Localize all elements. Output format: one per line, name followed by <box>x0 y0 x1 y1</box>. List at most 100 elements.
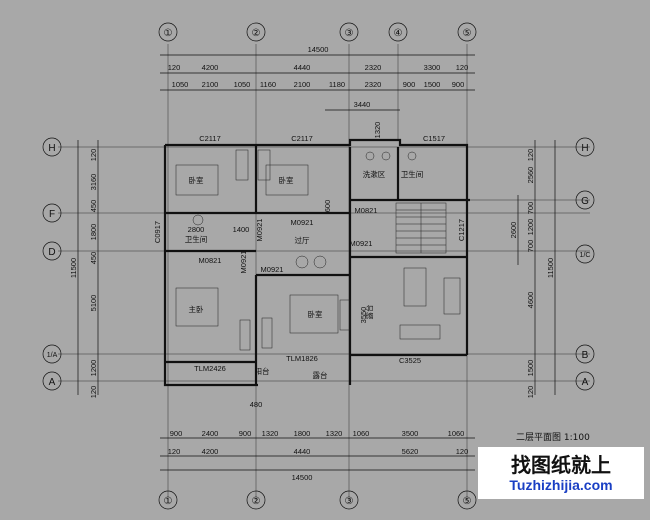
axis-label: A <box>582 377 589 388</box>
dim-label: 2320 <box>365 63 382 72</box>
dim-label: 120 <box>526 386 535 399</box>
dim-label: 2560 <box>526 167 535 184</box>
stair <box>395 202 447 254</box>
dim-label: 700 <box>526 202 535 215</box>
code-label: M0921 <box>350 239 373 248</box>
dim-label: 5100 <box>89 295 98 312</box>
room-label: 卧室 <box>308 309 323 319</box>
axis-label: ② <box>252 28 261 39</box>
dim-label: 1050 <box>234 80 251 89</box>
dims-top-row3: 1050 2100 1050 1160 2100 1180 2320 900 1… <box>172 80 465 89</box>
dim-label: 450 <box>89 200 98 213</box>
code-label: C1217 <box>457 219 466 241</box>
dim-label: 1500 <box>526 360 535 377</box>
axis-label: ① <box>164 496 173 507</box>
left-dimension-lines <box>77 140 99 395</box>
axis-label: F <box>49 209 55 220</box>
code-label: M0821 <box>199 256 222 265</box>
axis-label: B <box>582 350 589 361</box>
dim-label: 4200 <box>202 447 219 456</box>
dim-label: 2320 <box>365 80 382 89</box>
dim-label: 900 <box>170 429 183 438</box>
code-label: TLM2426 <box>194 364 226 373</box>
room-label: 卧室 <box>189 175 204 185</box>
dim-label: 900 <box>239 429 252 438</box>
dim-3440: 3440 <box>354 100 371 109</box>
room-label: 过厅 <box>295 235 310 245</box>
dim-label: 120 <box>526 149 535 162</box>
watermark-url[interactable]: Tuzhizhijia.com <box>509 477 613 493</box>
axis-label: ③ <box>345 28 354 39</box>
axis-label: H <box>581 143 588 154</box>
dim-label: 2400 <box>202 429 219 438</box>
dims-bottom-row2: 120 4200 4440 5620 120 <box>168 447 469 456</box>
code-label: 1400 <box>233 225 250 234</box>
dim-label: 4440 <box>294 63 311 72</box>
dim-label: 5620 <box>402 447 419 456</box>
dim-label: 11500 <box>546 258 555 278</box>
watermark-badge[interactable]: 找图纸就上 Tuzhizhijia.com <box>478 447 644 499</box>
dim-label: 4200 <box>202 63 219 72</box>
dims-right: 120 2560 700 1200 700 4600 1500 120 1150… <box>509 149 555 399</box>
code-label: C2117 <box>291 134 313 143</box>
dim-label: 450 <box>89 252 98 265</box>
axis-label: G <box>581 196 589 207</box>
axis-bubbles-left: H F D 1/A A <box>42 137 62 391</box>
code-label: C1517 <box>423 134 445 143</box>
walls <box>163 138 470 387</box>
axis-label: ② <box>252 496 261 507</box>
room-label: 卫生间 <box>185 234 208 244</box>
dim-label: 1200 <box>526 219 535 236</box>
axis-label: D <box>48 247 55 258</box>
room-label: 洗漱区 <box>363 169 386 179</box>
axis-label: ① <box>164 28 173 39</box>
axis-bubbles-right: H G 1/C B A <box>575 137 595 391</box>
dim-label: 4440 <box>294 447 311 456</box>
dim-label: 1060 <box>353 429 370 438</box>
room-label: 阳台 <box>255 366 270 376</box>
room-label: 卧室 <box>279 175 294 185</box>
axis-bubbles-top: ① ② ③ ④ ⑤ <box>158 22 477 42</box>
dim-label: 4600 <box>526 292 535 309</box>
room-label: 卫生间 <box>401 169 424 179</box>
axis-label: ④ <box>394 28 403 39</box>
code-label: C2117 <box>199 134 221 143</box>
dim-label: 1060 <box>448 429 465 438</box>
right-dimension-lines <box>517 140 556 395</box>
dim-label: 1800 <box>89 224 98 241</box>
dim-1320: 1320 <box>373 122 382 139</box>
dims-left: 120 3160 450 1800 450 5100 1200 120 1150… <box>69 149 98 399</box>
dim-label: 1200 <box>89 360 98 377</box>
code-label: TLM1826 <box>286 354 318 363</box>
code-label: M0921 <box>239 251 248 274</box>
dim-label: 2600 <box>509 222 518 239</box>
furniture <box>175 149 461 351</box>
dim-label: 3300 <box>424 63 441 72</box>
dims-top-row2: 120 4200 4440 2320 3300 120 <box>168 63 469 72</box>
dim-label: 700 <box>526 240 535 253</box>
code-label: 480 <box>250 400 263 409</box>
room-label: 露台 <box>313 370 328 380</box>
dim-label: 1050 <box>172 80 189 89</box>
code-label: C3525 <box>399 356 421 365</box>
dim-label: 900 <box>452 80 465 89</box>
room-label: 露台 <box>364 305 374 320</box>
room-label: 主卧 <box>189 304 204 314</box>
dim-top-total: 14500 <box>308 45 329 54</box>
dims-bottom-row1: 900 2400 900 1320 1800 1320 1060 3500 10… <box>170 429 465 438</box>
dim-label: 2100 <box>294 80 311 89</box>
code-label: M0921 <box>255 219 264 242</box>
dim-label: 2100 <box>202 80 219 89</box>
dim-label: 900 <box>403 80 416 89</box>
dim-label: 3500 <box>402 429 419 438</box>
axis-label: ③ <box>345 496 354 507</box>
dim-label: 1500 <box>424 80 441 89</box>
axis-label: 1/C <box>580 252 591 259</box>
watermark-chinese: 找图纸就上 <box>511 453 611 477</box>
room-labels: 卧室 卧室 卧室 主卧 过厅 洗漱区 卫生间 卫生间 阳台 露台 露台 <box>185 169 424 380</box>
dim-label: 120 <box>456 447 469 456</box>
dim-label: 1180 <box>329 80 345 89</box>
code-label: M0921 <box>291 218 314 227</box>
code-label: M0921 <box>261 265 284 274</box>
